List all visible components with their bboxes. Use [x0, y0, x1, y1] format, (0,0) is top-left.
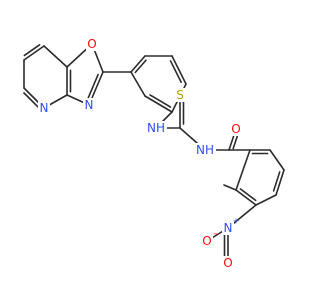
oxazole-nitrogen-atom: N: [83, 98, 95, 112]
thione-sulfur-atom: S: [174, 88, 186, 102]
bond-b1-b2: [130, 55, 146, 73]
bond-r6-r1: [235, 149, 251, 191]
chemical-structure-diagram: O N N NH S NH O N +: [23, 37, 285, 270]
pyridine-nitrogen-label: N: [40, 101, 49, 115]
bond-a5-a6: [43, 45, 68, 68]
bond-a6-a1: [23, 45, 45, 61]
nitro-nitrogen-label: N: [224, 221, 233, 235]
oxazole-oxygen-label: O: [87, 37, 96, 51]
nitro-nitrogen-charge: +: [233, 217, 240, 226]
bond-b5-b6: [144, 95, 173, 113]
thiourea-nh-atom: NH: [145, 121, 167, 135]
nitro-nitrogen-atom: N +: [222, 217, 240, 235]
bond-r4-r5: [255, 194, 277, 206]
oxazole-nitrogen-label: N: [85, 98, 94, 112]
nitro-oxygen-minus-charge: −: [213, 230, 220, 239]
atom-label-layer: O N N NH S NH O N +: [38, 37, 242, 270]
double-bond-b5-b6: [149, 94, 172, 108]
bond-r5-r6: [235, 189, 257, 206]
nitro-oxygen-double-atom: O: [222, 256, 234, 270]
thione-sulfur-label: S: [176, 88, 184, 102]
bond-r2-r3: [269, 149, 285, 171]
double-bond-b3-b4: [169, 60, 182, 84]
carbonyl-oxygen-atom: O: [230, 122, 242, 136]
double-bond-c8-n9: [86, 73, 99, 101]
double-bond-b1-b2: [134, 59, 147, 74]
amide-nh-label: NH: [196, 143, 214, 157]
pyridine-nitrogen-atom: N: [38, 101, 50, 115]
bond-b3-b4: [171, 55, 187, 85]
nitro-oxygen-minus-label: O: [202, 234, 211, 248]
double-bond-r5-r6: [239, 188, 257, 202]
thiourea-nh-label: NH: [147, 121, 165, 135]
double-bond-a2-a3: [23, 92, 40, 109]
nitro-oxygen-double-label: O: [223, 256, 232, 270]
amide-nh-atom: NH: [194, 143, 216, 157]
double-bond-a6-a1: [23, 44, 41, 57]
double-bond-r3-r4: [272, 171, 281, 192]
oxazole-oxygen-atom: O: [86, 37, 98, 51]
carbonyl-oxygen-label: O: [231, 122, 240, 136]
bond-r3-r4: [275, 169, 285, 196]
bond-layer: [23, 43, 285, 264]
bond-b6-b1: [130, 71, 146, 97]
bond-r6-me: [223, 184, 237, 191]
nitro-oxygen-minus-atom: O −: [201, 230, 220, 248]
